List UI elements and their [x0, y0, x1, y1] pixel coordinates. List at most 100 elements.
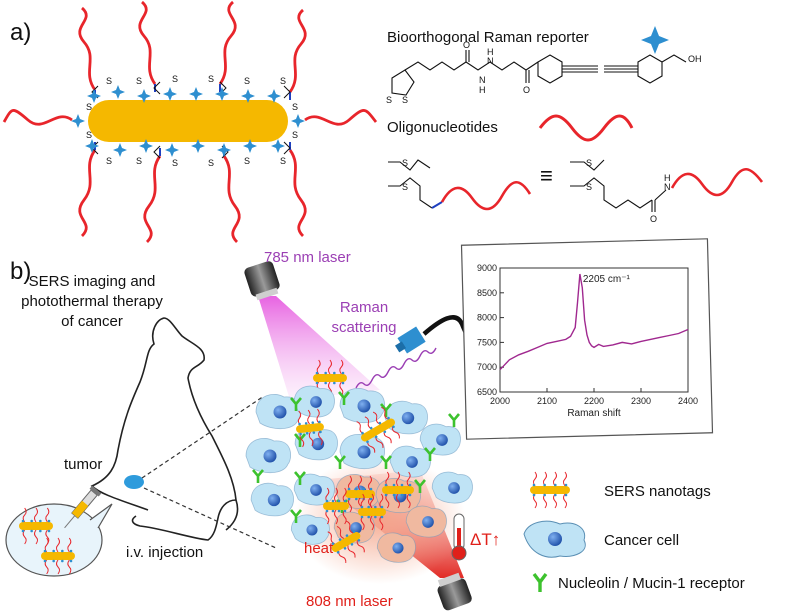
tag-star	[325, 509, 329, 513]
cell-nucleus	[310, 484, 322, 496]
tag-star	[69, 559, 73, 563]
tag-dna	[543, 471, 547, 487]
tag-dna	[553, 493, 557, 509]
tag-star	[39, 529, 42, 533]
legend: SERS nanotags Cancer cell Nucleolin / Mu…	[523, 471, 745, 592]
reporter-label: Bioorthogonal Raman reporter	[387, 29, 589, 46]
raman-reporter-star	[137, 89, 151, 103]
tag-star	[305, 432, 309, 435]
y-tick-label: 6500	[477, 387, 497, 397]
cell-nucleus	[310, 396, 322, 408]
tag-star	[333, 381, 336, 385]
cell-nucleus	[436, 434, 448, 446]
receptor	[290, 509, 302, 523]
detector-icon	[395, 326, 426, 354]
tag-star	[367, 515, 370, 519]
raman-reporter-star	[267, 89, 281, 103]
x-tick-label: 2300	[631, 396, 651, 406]
tag-star	[532, 483, 536, 487]
syringe-icon	[64, 485, 102, 529]
y-tick-label: 7500	[477, 337, 497, 347]
bubble-tail	[89, 503, 113, 529]
tag-dna	[328, 359, 332, 375]
tag-star	[325, 499, 329, 503]
cell-nucleus	[357, 445, 371, 459]
tag-star	[374, 435, 378, 439]
sers-nanotag	[313, 359, 347, 397]
tag-star	[554, 493, 557, 497]
raman-reporter-star	[191, 139, 205, 153]
chem-s1: S	[386, 95, 392, 105]
raman-reporter-star	[163, 87, 177, 101]
tag-dna	[67, 559, 72, 575]
laser-785-label: 785 nm laser	[264, 249, 351, 266]
raman-reporter-star	[215, 87, 229, 101]
tag-star	[61, 559, 64, 563]
chem-s5: S	[586, 158, 592, 168]
tag-dna	[396, 471, 400, 487]
tag-star	[30, 529, 33, 533]
tag-star	[318, 420, 321, 424]
receptor	[252, 469, 264, 483]
sulfur-label: S	[136, 156, 142, 166]
panel-b-label: b)	[10, 258, 31, 285]
chem-o3: O	[650, 214, 657, 224]
sulfur-label: S	[208, 158, 214, 168]
tag-star	[341, 381, 345, 385]
tag-star	[380, 515, 384, 519]
tag-star	[543, 493, 546, 497]
tag-rod	[345, 490, 375, 498]
receptor	[338, 391, 350, 405]
tag-star	[39, 519, 42, 523]
tag-dna	[307, 409, 311, 425]
tag-rod	[19, 522, 53, 530]
tag-star	[52, 549, 55, 553]
tag-dna	[67, 537, 72, 553]
legend-nanotags-label: SERS nanotags	[604, 483, 711, 500]
mouse-outline	[90, 317, 239, 541]
legend-receptor-icon	[532, 572, 548, 592]
chem-s2: S	[402, 95, 408, 105]
tag-dna	[334, 509, 338, 525]
dna-strand	[304, 109, 378, 126]
caption-line-2: photothermal therapy	[21, 293, 163, 310]
receptor	[290, 397, 302, 411]
raman-reporter-star	[113, 143, 127, 157]
tag-star	[369, 497, 373, 501]
tag-rod	[358, 508, 386, 516]
raman-reporter-star	[243, 139, 257, 153]
sers-nanotag	[296, 408, 324, 448]
reporter-molecule	[391, 50, 687, 96]
tag-star	[362, 487, 365, 491]
tag-star	[315, 371, 319, 375]
sulfur-label: S	[106, 76, 112, 86]
laser-808-label: 808 nm laser	[306, 593, 393, 610]
tag-rod	[313, 374, 347, 382]
tag-star	[387, 416, 390, 420]
tag-dna	[347, 545, 356, 558]
sers-nanotag	[530, 471, 570, 509]
tag-star	[341, 371, 345, 375]
tag-star	[343, 547, 347, 550]
tag-star	[343, 509, 347, 513]
raman-reporter-star	[85, 139, 99, 153]
tag-star	[360, 515, 364, 519]
tag-star	[331, 509, 335, 513]
tag-star	[331, 542, 335, 545]
tag-star	[69, 549, 73, 553]
tag-star	[369, 426, 373, 430]
receptor	[414, 479, 426, 493]
laser-785-head	[244, 261, 280, 301]
zoom-line-top	[141, 395, 265, 479]
raman-reporter-star	[189, 87, 203, 101]
dna-strand	[288, 149, 307, 237]
tag-star	[312, 431, 316, 434]
tag-star	[408, 483, 412, 487]
tag-star	[352, 530, 356, 533]
cell-nucleus	[263, 449, 277, 463]
tag-rod	[361, 418, 395, 442]
tag-dna	[299, 432, 305, 448]
tag-dna	[364, 416, 373, 430]
tag-dna	[358, 475, 362, 491]
